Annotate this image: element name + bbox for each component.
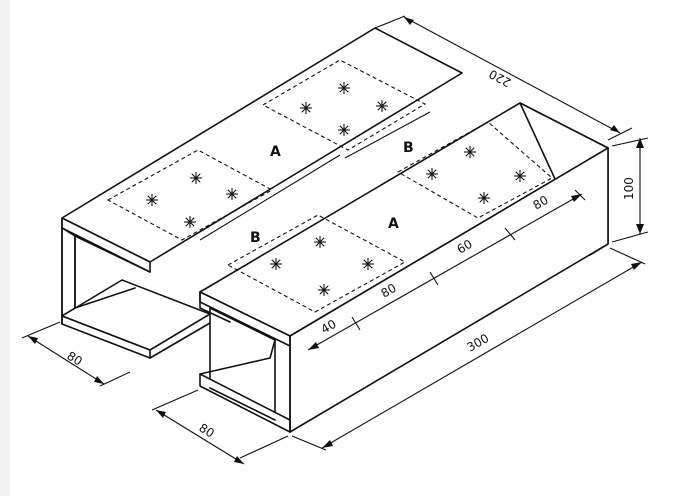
page-edge <box>0 0 10 496</box>
dim-40-text: 40 <box>319 317 339 337</box>
label-b-left: B <box>250 230 261 246</box>
dim-80-left-text: 80 <box>64 349 84 369</box>
fastener-star <box>426 168 438 180</box>
fastener-star <box>190 172 202 184</box>
dim-80-left: 80 <box>21 321 131 387</box>
fastener-star <box>514 170 526 182</box>
dim-80b-text: 80 <box>531 193 551 213</box>
dim-60-text: 60 <box>455 237 475 257</box>
panel-back-left <box>106 149 274 241</box>
panel-back-top <box>261 59 427 151</box>
front-right-channel <box>199 102 609 433</box>
fastener-star <box>362 258 374 270</box>
label-a-front: A <box>388 216 399 232</box>
dim-80-bottom-text: 80 <box>196 421 216 441</box>
label-b-top: B <box>403 140 414 156</box>
fastener-star <box>338 82 350 94</box>
divider-line-2 <box>344 111 431 159</box>
label-a-top: A <box>270 144 281 160</box>
fastener-star <box>338 124 350 136</box>
panel-front-left <box>226 214 407 313</box>
dim-220-text: 220 <box>487 67 514 90</box>
dim-100: 100 <box>611 137 649 243</box>
dim-80a-text: 80 <box>379 281 399 301</box>
fastener-star <box>270 258 282 270</box>
dim-100-text: 100 <box>622 177 636 200</box>
fastener-star <box>318 284 330 296</box>
dim-80-bottom: 80 <box>151 389 289 465</box>
divider-line-1 <box>199 154 341 241</box>
fastener-star <box>146 194 158 206</box>
fastener-marks <box>146 82 526 296</box>
fastener-star <box>300 102 312 114</box>
fastener-star <box>478 192 490 204</box>
dim-300-text: 300 <box>465 331 492 355</box>
fastener-star <box>226 188 238 200</box>
fastener-star <box>314 236 326 248</box>
dim-chain: 40 80 60 80 <box>307 189 586 351</box>
back-left-channel <box>61 27 463 359</box>
fastener-star <box>464 146 476 158</box>
panel-front-right <box>396 121 553 219</box>
fastener-star <box>184 216 196 228</box>
fastener-star <box>376 100 388 112</box>
